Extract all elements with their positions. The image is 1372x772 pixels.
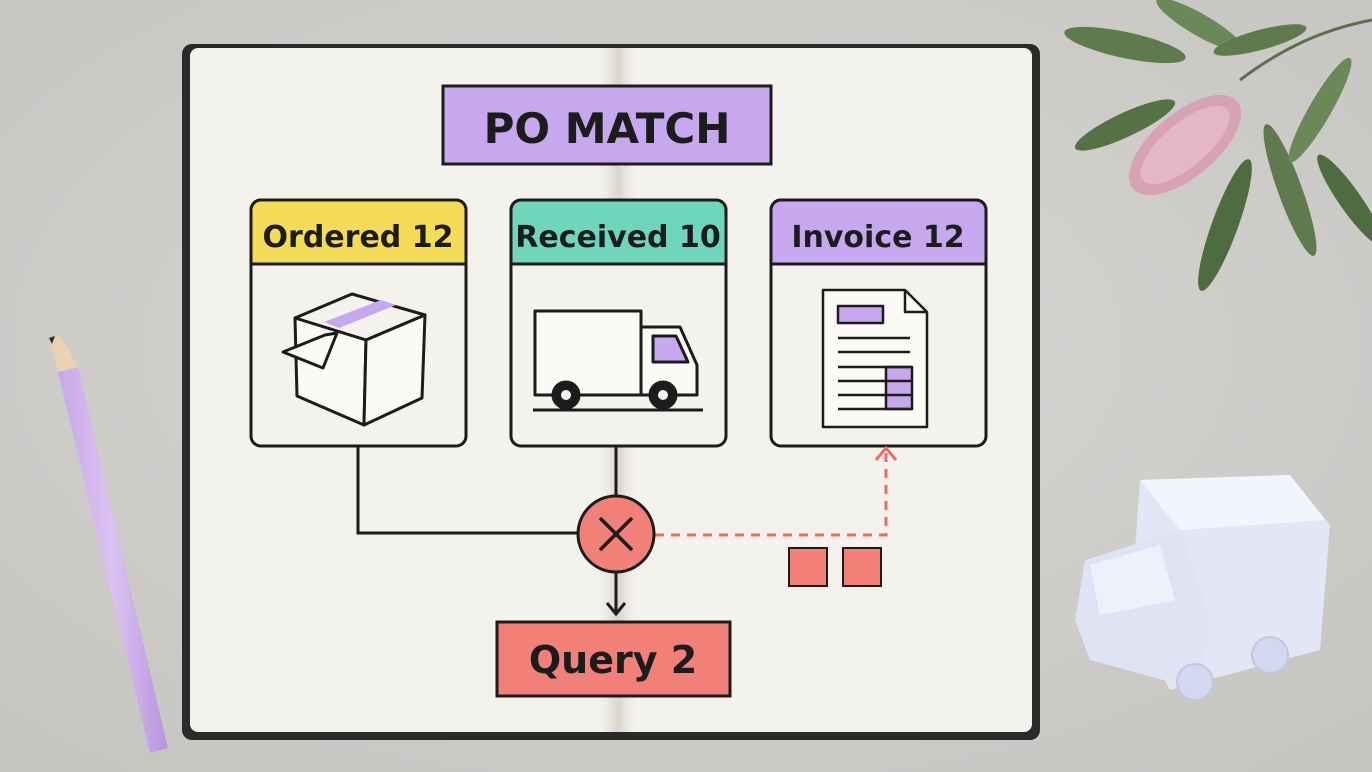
invoice-document-icon — [821, 288, 929, 429]
received-card: Received 10 — [509, 198, 728, 448]
paper-truck-model — [1075, 475, 1330, 701]
x-mismatch-icon — [576, 494, 656, 574]
query-label: Query 2 — [529, 638, 697, 682]
page-title: PO MATCH — [484, 104, 731, 153]
dashed-connector — [655, 445, 898, 537]
delivery-truck-icon — [533, 309, 703, 412]
ordered-label: Ordered 12 — [263, 220, 454, 255]
package-box-icon — [281, 292, 427, 427]
missing-items-indicator — [788, 547, 882, 587]
connector-lines — [356, 446, 627, 617]
received-label: Received 10 — [515, 220, 720, 255]
ordered-card: Ordered 12 — [249, 198, 468, 448]
pencil-icon — [49, 335, 168, 753]
invoice-card: Invoice 12 — [769, 198, 988, 448]
title-box: PO MATCH — [441, 84, 773, 166]
query-result-box: Query 2 — [495, 620, 732, 698]
plant-sprig-icon — [1064, 0, 1372, 291]
invoice-label: Invoice 12 — [791, 220, 964, 255]
